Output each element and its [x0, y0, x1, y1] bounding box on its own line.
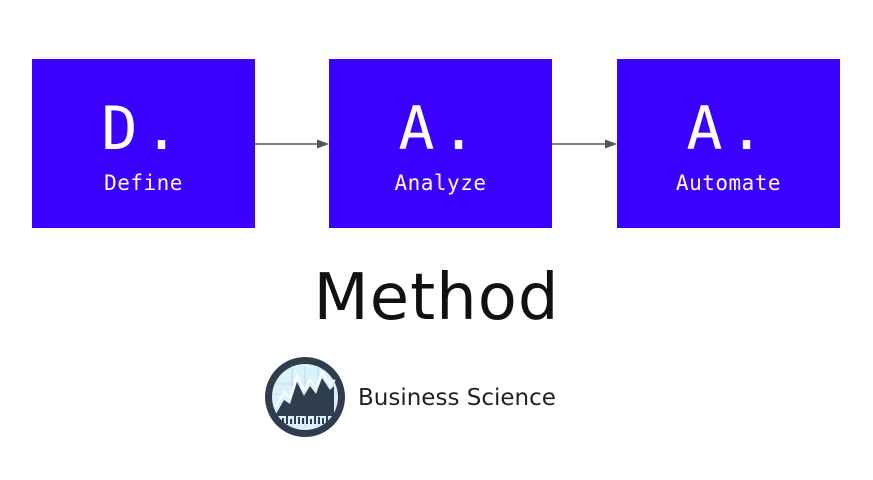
step-analyze-box: A. Analyze	[329, 59, 552, 228]
brand-name: Business Science	[358, 385, 556, 411]
method-title: Method	[313, 261, 560, 335]
step-define-box: D. Define	[32, 59, 255, 228]
step-label: Define	[104, 171, 183, 195]
step-label: Analyze	[394, 171, 487, 195]
step-letter: A.	[686, 94, 771, 164]
arrow-right-icon	[552, 139, 617, 149]
step-automate-box: A. Automate	[617, 59, 840, 228]
mountain-chart-logo-icon	[265, 357, 345, 437]
step-letter: A.	[398, 94, 483, 164]
step-label: Automate	[675, 171, 782, 195]
arrow-right-icon	[255, 139, 329, 149]
step-letter: D.	[101, 94, 186, 164]
